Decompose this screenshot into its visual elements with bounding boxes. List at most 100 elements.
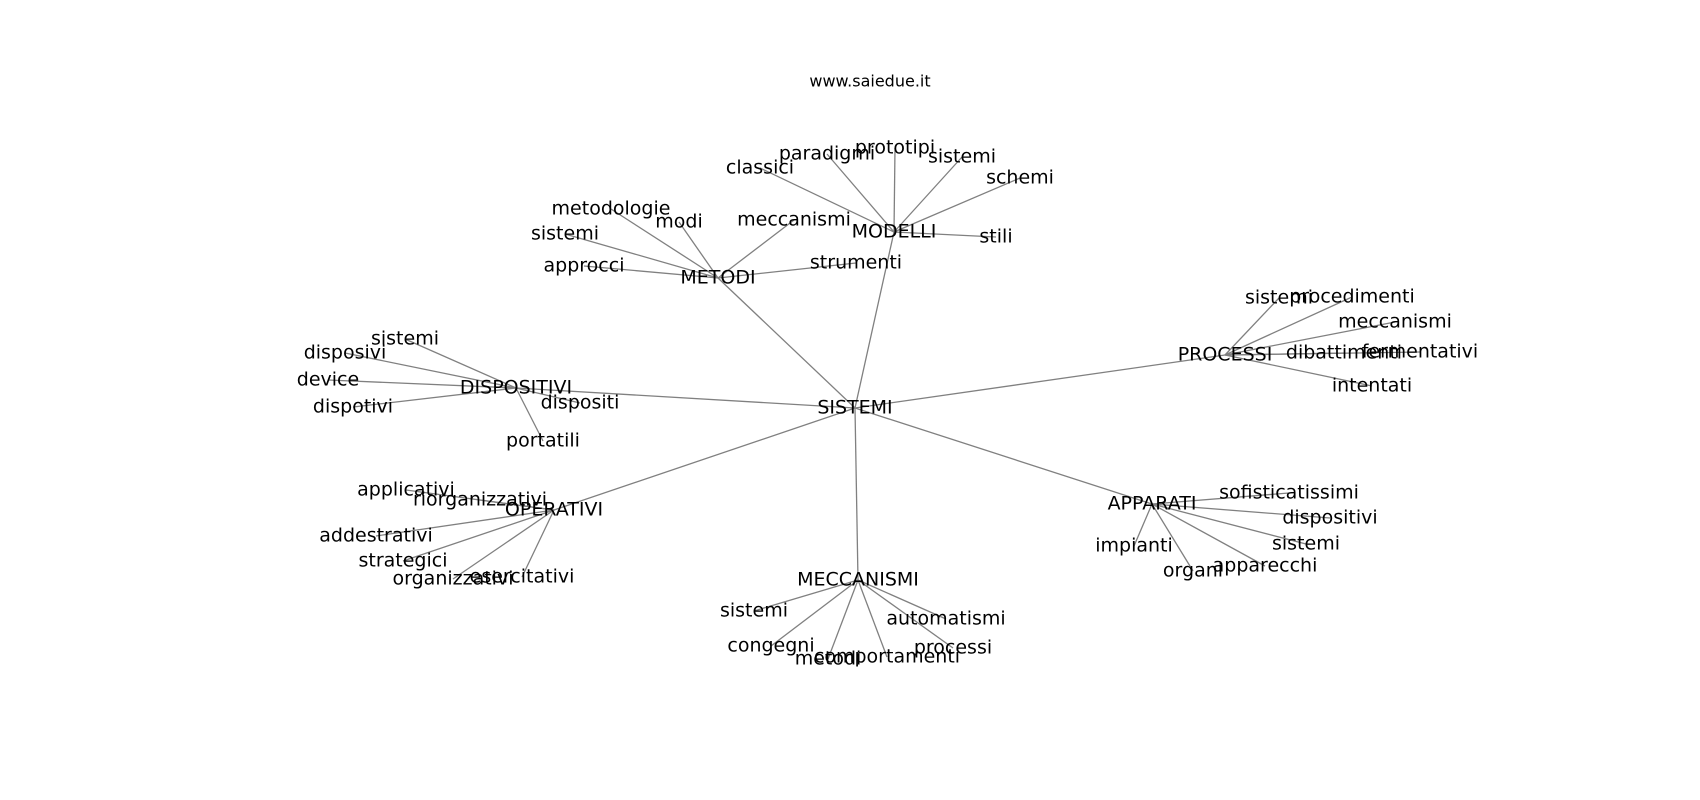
node-leaf-processi-2: meccanismi	[1338, 311, 1452, 333]
edge-meccanismi-comportamenti	[857, 579, 888, 658]
node-leaf-operativi-1: riorganizzativi	[413, 489, 547, 511]
node-branch-modelli: MODELLI	[852, 221, 937, 243]
edge-metodi-approcci	[583, 265, 719, 279]
node-leaf-metodi-1: modi	[655, 211, 702, 233]
edge-modelli-schemi	[893, 177, 1021, 233]
watermark-text: www.saiedue.it	[809, 72, 930, 91]
edge-operativi-organizzativi	[452, 509, 555, 580]
node-leaf-apparati-2: impianti	[1095, 535, 1173, 557]
edge-meccanismi-congegni	[770, 579, 859, 647]
edge-meccanismi-sistemi	[753, 579, 859, 612]
edge-processi-procedimenti	[1224, 296, 1353, 356]
node-leaf-operativi-4: organizzativi	[393, 568, 514, 590]
edge-modelli-classici	[759, 167, 895, 233]
node-branch-dispositivi: DISPOSITIVI	[460, 377, 572, 399]
edge-dispositivi-dispositi	[515, 387, 581, 404]
edge-root-metodi	[717, 277, 856, 409]
edge-operativi-strategici	[402, 509, 555, 562]
edge-operativi-riorganizzativi	[479, 499, 555, 511]
graph-edges	[327, 147, 1421, 660]
node-leaf-dispositivi-5: portatili	[506, 430, 580, 452]
edge-apparati-apparecchi	[1151, 503, 1266, 567]
edge-dispositivi-sistemi	[404, 338, 517, 389]
node-leaf-meccanismi-3: metodi	[795, 648, 862, 670]
node-leaf-modelli-4: schemi	[986, 167, 1054, 189]
node-leaf-operativi-5: esercitativi	[470, 566, 575, 588]
edge-metodi-meccanismi	[717, 219, 795, 279]
node-leaf-modelli-5: stili	[979, 226, 1012, 248]
node-branch-operativi: OPERATIVI	[505, 499, 603, 521]
edge-operativi-esercitativi	[521, 509, 555, 578]
node-leaf-apparati-3: sistemi	[1272, 533, 1340, 555]
edge-processi-intentati	[1224, 354, 1373, 387]
edge-processi-meccanismi	[1224, 321, 1396, 356]
node-leaf-operativi-2: addestrativi	[319, 525, 433, 547]
edge-modelli-prototipi	[893, 147, 896, 233]
node-branch-meccanismi: MECCANISMI	[797, 569, 919, 591]
edge-root-operativi	[553, 407, 856, 511]
edge-apparati-sistemi	[1151, 503, 1307, 545]
node-root: SISTEMI	[817, 397, 892, 419]
node-leaf-dispositivi-3: dispotivi	[313, 396, 393, 418]
edge-apparati-sofisticatissimi	[1151, 492, 1290, 505]
node-leaf-dispositivi-0: sistemi	[371, 328, 439, 350]
node-leaf-modelli-1: paradigmi	[779, 143, 875, 165]
node-leaf-apparati-5: apparecchi	[1213, 555, 1318, 577]
node-leaf-meccanismi-0: sistemi	[720, 600, 788, 622]
edge-operativi-addestrativi	[375, 509, 555, 537]
node-leaf-modelli-2: prototipi	[855, 137, 935, 159]
node-leaf-processi-0: sistemi	[1245, 287, 1313, 309]
node-leaf-apparati-1: dispositivi	[1282, 507, 1377, 529]
edge-metodi-modi	[678, 221, 719, 279]
node-leaf-apparati-0: sofisticatissimi	[1219, 482, 1359, 504]
node-leaf-dispositivi-2: device	[297, 369, 359, 391]
node-leaf-metodi-0: metodologie	[552, 198, 671, 220]
node-leaf-metodi-4: meccanismi	[737, 209, 851, 231]
edge-processi-fermentativi	[1224, 351, 1421, 356]
node-leaf-metodi-5: strumenti	[810, 252, 902, 274]
node-leaf-modelli-3: sistemi	[928, 146, 996, 168]
node-leaf-metodi-3: approcci	[544, 255, 625, 277]
node-leaf-meccanismi-1: automatismi	[886, 608, 1005, 630]
edge-dispositivi-portatili	[515, 387, 544, 442]
node-leaf-processi-1: procedimenti	[1289, 286, 1415, 308]
node-leaf-metodi-2: sistemi	[531, 223, 599, 245]
node-leaf-operativi-3: strategici	[358, 550, 447, 572]
edge-modelli-stili	[893, 231, 997, 238]
node-leaf-modelli-0: classici	[726, 157, 794, 179]
node-leaf-dispositivi-4: dispositi	[541, 392, 620, 414]
edge-meccanismi-metodi	[827, 579, 859, 660]
edge-metodi-metodologie	[610, 208, 719, 279]
node-leaf-meccanismi-2: congegni	[727, 635, 814, 657]
node-leaf-processi-5: intentati	[1332, 375, 1412, 397]
node-leaf-dispositivi-1: disposivi	[304, 342, 387, 364]
edge-apparati-organi	[1151, 503, 1194, 572]
node-branch-apparati: APPARATI	[1108, 493, 1197, 515]
edge-apparati-dispositivi	[1151, 503, 1331, 519]
node-leaf-processi-4: fermentativi	[1362, 341, 1478, 363]
edge-metodi-sistemi	[564, 233, 719, 279]
node-branch-metodi: METODI	[680, 267, 755, 289]
edge-modelli-sistemi	[893, 156, 963, 233]
edge-root-meccanismi	[854, 407, 859, 581]
node-leaf-meccanismi-5: processi	[914, 637, 992, 659]
edge-dispositivi-dispotivi	[352, 387, 517, 408]
node-leaf-operativi-0: applicativi	[357, 479, 455, 501]
edge-processi-sistemi	[1224, 297, 1280, 356]
node-leaf-processi-3: dibattimenti	[1286, 342, 1402, 364]
edge-meccanismi-processi	[857, 579, 954, 649]
edge-apparati-impianti	[1133, 503, 1153, 547]
edge-modelli-paradigmi	[826, 153, 895, 233]
node-leaf-apparati-4: organi	[1163, 560, 1223, 582]
edge-root-modelli	[854, 231, 895, 409]
edge-root-dispositivi	[515, 387, 856, 409]
edge-root-processi	[854, 354, 1226, 409]
edge-metodi-strumenti	[717, 262, 857, 279]
edge-root-apparati	[854, 407, 1153, 505]
node-leaf-meccanismi-4: comportamenti	[814, 646, 960, 668]
edge-meccanismi-automatismi	[857, 579, 947, 620]
edge-dispositivi-device	[327, 379, 517, 389]
node-branch-processi: PROCESSI	[1178, 344, 1273, 366]
